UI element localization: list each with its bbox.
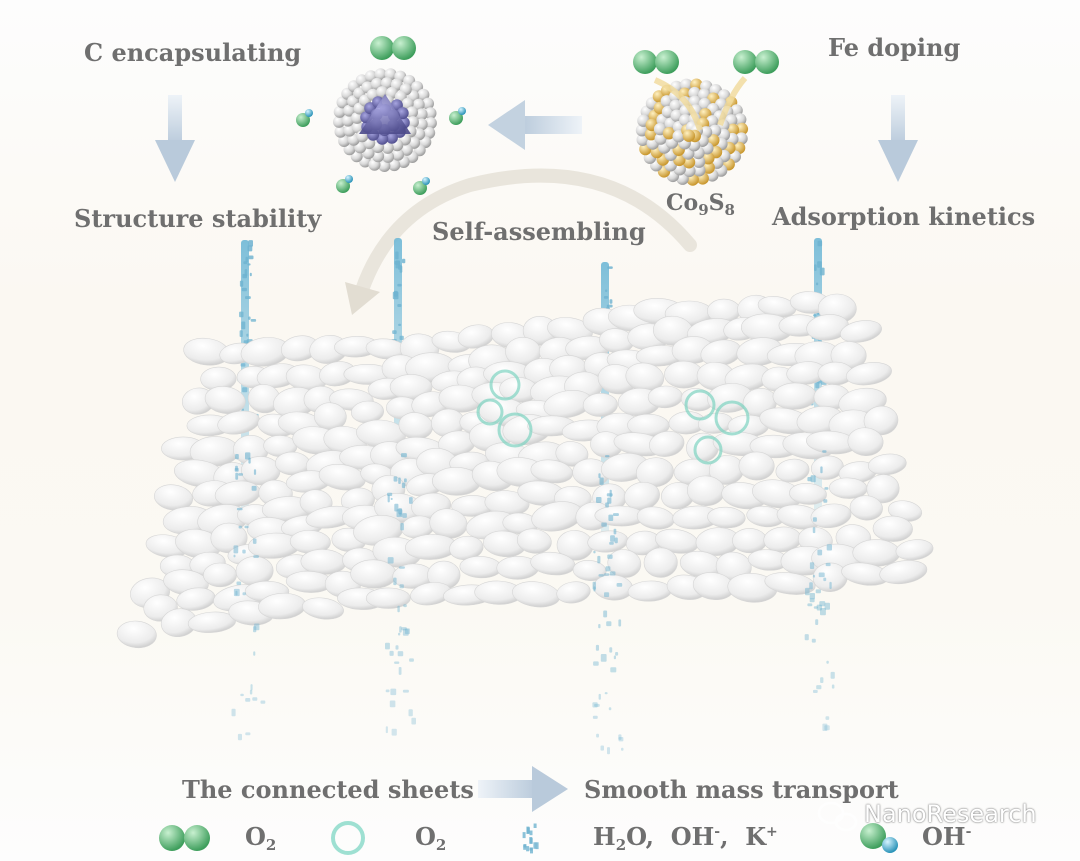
legend-ions-label: H2O, OH-, K+: [593, 822, 778, 854]
self-assembling-label: Self-assembling: [432, 217, 646, 246]
adsorption-kinetics-label: Adsorption kinetics: [772, 202, 1035, 231]
legend-o2-bubble-icon: [333, 823, 363, 853]
c-encapsulating-label: C encapsulating: [84, 38, 301, 67]
structure-stability-label: Structure stability: [74, 204, 321, 233]
fe-doping-arrow: [878, 95, 918, 182]
c-encapsulating-arrow: [155, 95, 195, 182]
legend-o2-bubble-label: O2: [415, 822, 446, 854]
transport-arrow: [478, 766, 568, 812]
legend-o2-molecule-icon: [159, 825, 210, 851]
connected-sheets-label: The connected sheets: [182, 775, 474, 804]
carbon-encapsulated-particle: [333, 68, 437, 172]
conversion-arrow: [488, 100, 582, 150]
smooth-mass-transport-label: Smooth mass transport: [584, 775, 899, 804]
fe-doping-label: Fe doping: [828, 33, 960, 62]
watermark-logo-icon: [819, 803, 856, 830]
legend-water-icon: [523, 824, 539, 854]
watermark-text: NanoResearch: [864, 800, 1037, 828]
co9s8-label: Co9S8: [666, 190, 735, 219]
legend-o2-molecule-label: O2: [245, 822, 276, 854]
